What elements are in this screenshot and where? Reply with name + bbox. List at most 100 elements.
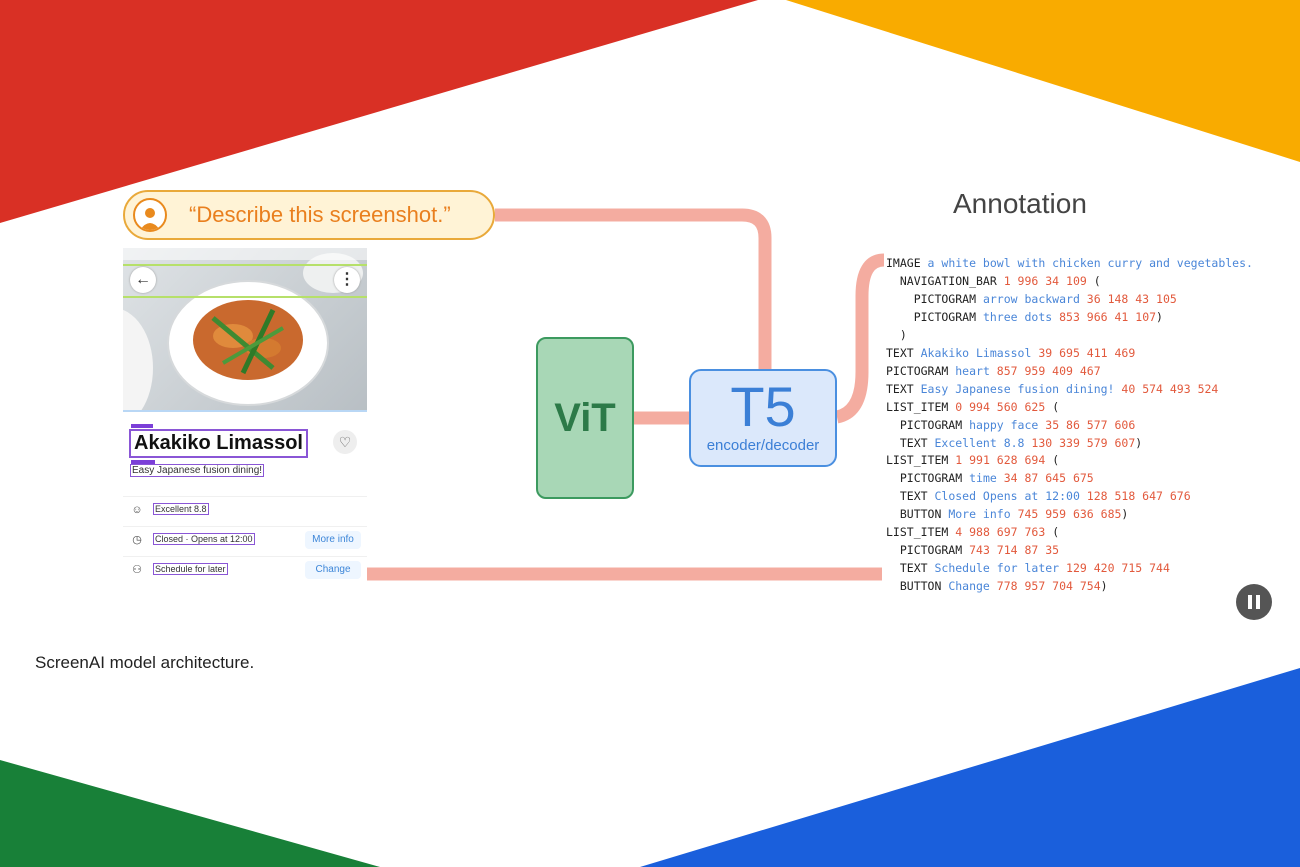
more-info-button[interactable]: More info (305, 531, 361, 549)
blue-corner (640, 668, 1300, 867)
annotation-token: LIST_ITEM (886, 399, 956, 414)
annotation-token: Easy Japanese fusion dining! (920, 381, 1122, 396)
annotation-line: PICTOGRAM 743 714 87 35 (886, 542, 1253, 560)
annotation-line: TEXT Excellent 8.8 130 339 579 607) (886, 435, 1253, 453)
annotation-token: PICTOGRAM (886, 543, 970, 558)
annotation-token: ( (1045, 399, 1060, 414)
annotation-token: 40 574 493 524 (1121, 381, 1219, 396)
annotation-token: More info (948, 507, 1018, 522)
three-dots-icon[interactable]: ⋮ (334, 267, 360, 293)
annotation-title: Annotation (953, 188, 1087, 219)
annotation-token: 39 695 411 469 (1038, 345, 1136, 360)
t5-sublabel: encoder/decoder (706, 437, 820, 454)
annotation-token: LIST_ITEM (886, 453, 956, 468)
annotation-line: PICTOGRAM three dots 853 966 41 107) (886, 309, 1253, 327)
annotation-token: ) (1135, 435, 1143, 450)
arrow-back-icon[interactable]: ← (130, 267, 156, 293)
heart-icon[interactable]: ♡ (333, 430, 357, 454)
annotation-line: LIST_ITEM 4 988 697 763 ( (886, 524, 1253, 542)
t5-block: T5 encoder/decoder (689, 369, 837, 467)
list-item: ⚇ Schedule for later Change (123, 556, 367, 584)
annotation-line: NAVIGATION_BAR 1 996 34 109 ( (886, 273, 1253, 291)
annotation-token: happy face (969, 417, 1046, 432)
annotation-token: IMAGE (886, 256, 928, 270)
annotation-token: 743 714 87 35 (969, 543, 1060, 558)
annotation-token: ) (1121, 507, 1129, 522)
annotation-token: BUTTON (886, 507, 949, 522)
annotation-token: BUTTON (886, 579, 949, 594)
annotation-token: Akakiko Limassol (920, 345, 1039, 360)
annotation-token: 4 988 697 763 (955, 525, 1046, 540)
annotation-line: TEXT Akakiko Limassol 39 695 411 469 (886, 345, 1253, 363)
annotation-token: 0 994 560 625 (955, 399, 1046, 414)
annotation-token: Excellent 8.8 (934, 435, 1032, 450)
pause-icon[interactable] (1236, 584, 1272, 620)
annotation-line: PICTOGRAM heart 857 959 409 467 (886, 363, 1253, 381)
image-guide (123, 410, 367, 412)
restaurant-title: Akakiko Limassol (129, 429, 308, 458)
annotation-token: 35 86 577 606 (1045, 417, 1136, 432)
prompt-pill: “Describe this screenshot.” (123, 190, 495, 240)
annotation-token: Closed Opens at 12:00 (934, 489, 1087, 504)
annotation-token: ( (1045, 525, 1060, 540)
annotation-line: TEXT Closed Opens at 12:00 128 518 647 6… (886, 488, 1253, 506)
annotation-token: NAVIGATION_BAR (886, 273, 1004, 288)
annotation-token: 130 339 579 607 (1031, 435, 1136, 450)
annotation-token: 1 996 34 109 (1003, 273, 1087, 288)
annotation-line: TEXT Schedule for later 129 420 715 744 (886, 560, 1253, 578)
annotation-token: Change (948, 579, 997, 594)
annotation-line: BUTTON Change 778 957 704 754) (886, 578, 1253, 596)
annotation-token: ) (886, 327, 907, 342)
restaurant-subtitle: Easy Japanese fusion dining! (130, 464, 265, 477)
annotation-token: a white bowl with chicken curry and vege… (927, 256, 1253, 270)
vit-label: ViT (554, 395, 616, 440)
nav-bar-guide (123, 296, 367, 298)
list-item: ☺ Excellent 8.8 (123, 496, 367, 527)
annotation-token: 745 959 636 685 (1017, 507, 1122, 522)
annotation-line: PICTOGRAM arrow backward 36 148 43 105 (886, 291, 1253, 309)
red-corner (0, 0, 758, 223)
annotation-line: BUTTON More info 745 959 636 685) (886, 506, 1253, 524)
happy-face-icon: ☺ (131, 504, 143, 516)
annotation-token: 129 420 715 744 (1066, 561, 1170, 576)
annotation-token: 853 966 41 107 (1059, 309, 1157, 324)
annotation-token: LIST_ITEM (886, 525, 956, 540)
annotation-token: 1 991 628 694 (955, 453, 1046, 468)
annotation-line: IMAGE a white bowl with chicken curry an… (886, 255, 1253, 273)
label-tag (131, 460, 155, 464)
annotation-token: ) (1100, 579, 1108, 594)
annotation-token: 128 518 647 676 (1086, 489, 1191, 504)
label-tag (131, 424, 153, 428)
annotation-line: LIST_ITEM 0 994 560 625 ( (886, 399, 1253, 417)
nav-bar-guide (123, 264, 367, 266)
annotation-token: PICTOGRAM (886, 309, 983, 324)
person-icon (133, 198, 167, 232)
green-corner (0, 760, 380, 867)
annotation-line: TEXT Easy Japanese fusion dining! 40 574… (886, 381, 1253, 399)
annotation-token: arrow backward (982, 291, 1087, 306)
annotation-token: PICTOGRAM (886, 417, 970, 432)
annotation-token: PICTOGRAM (886, 363, 956, 378)
prompt-connector (495, 208, 772, 371)
input-screenshot: ← ⋮ Akakiko Limassol ♡ Easy Japanese fus… (123, 248, 367, 584)
annotation-token: heart (955, 363, 997, 378)
annotation-token: TEXT (886, 435, 935, 450)
list-item: ◷ Closed · Opens at 12:00 More info (123, 526, 367, 557)
annotation-token: ( (1086, 273, 1101, 288)
caption: ScreenAI model architecture. (35, 653, 255, 672)
list-item-text: Excellent 8.8 (153, 503, 209, 515)
food-photo (123, 248, 367, 427)
annotation-line: LIST_ITEM 1 991 628 694 ( (886, 452, 1253, 470)
annotation-token: PICTOGRAM (886, 471, 970, 486)
annotation-token: 36 148 43 105 (1086, 291, 1177, 306)
output-connector (835, 253, 885, 424)
t5-label: T5 (730, 375, 796, 438)
annotation-token: TEXT (886, 561, 935, 576)
change-button[interactable]: Change (305, 561, 361, 579)
annotation-code: IMAGE a white bowl with chicken curry an… (886, 255, 1253, 596)
annotation-token: 34 87 645 675 (1003, 471, 1094, 486)
annotation-token: PICTOGRAM (886, 291, 983, 306)
annotation-token: TEXT (886, 489, 935, 504)
annotation-token: three dots (982, 309, 1060, 324)
